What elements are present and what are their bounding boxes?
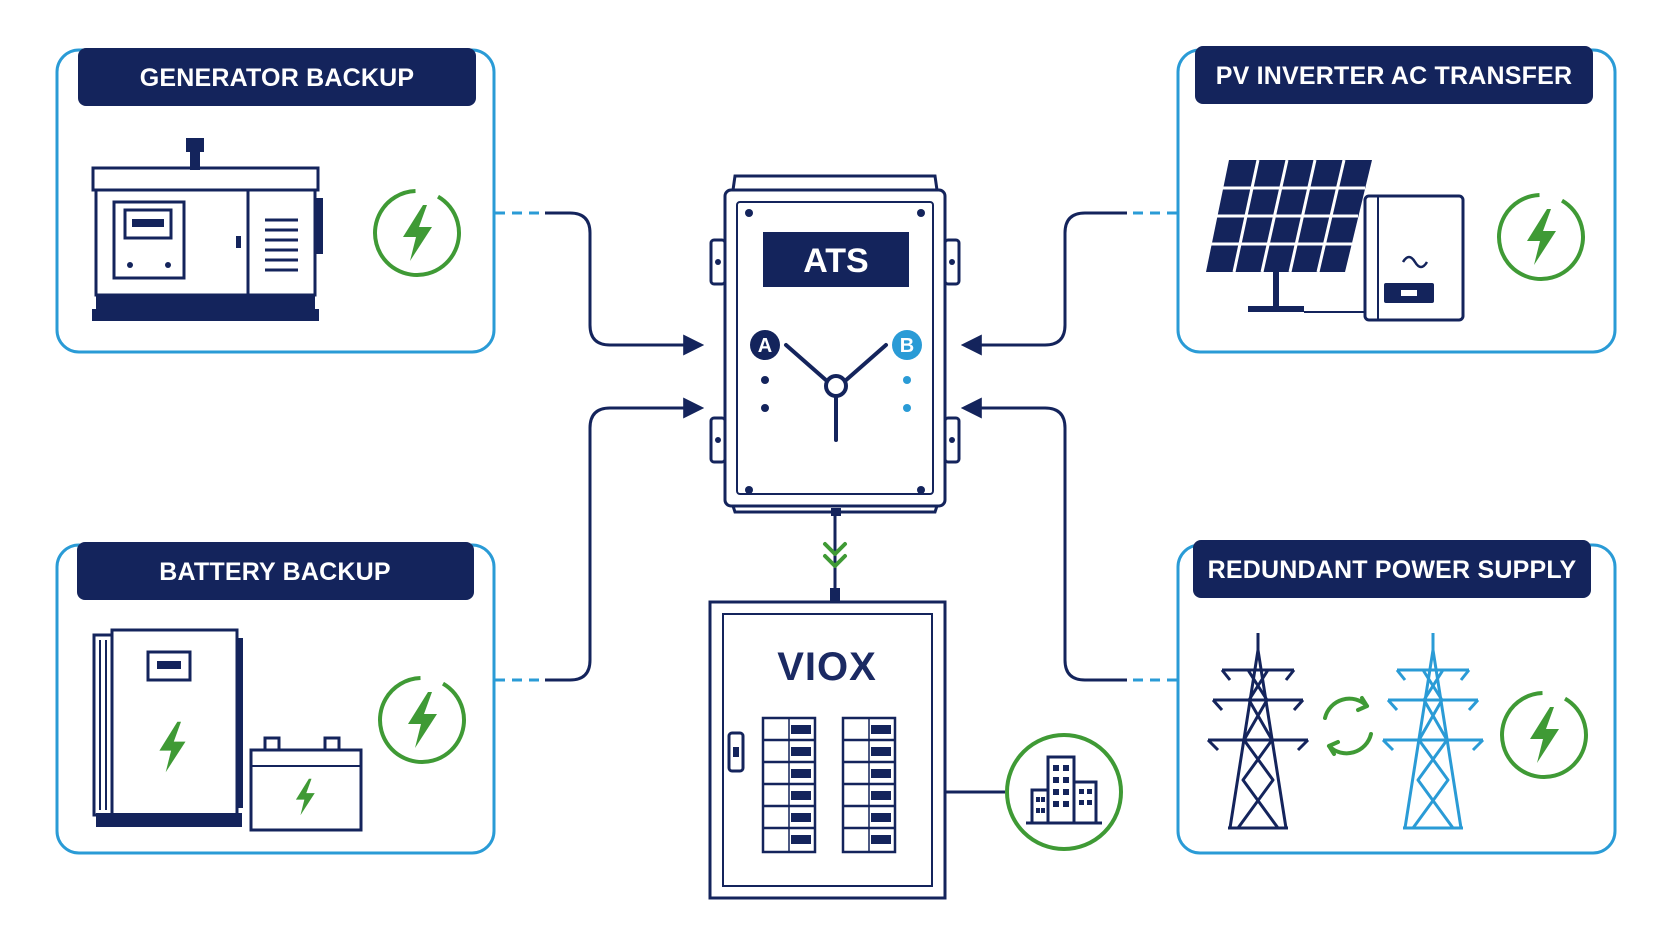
power-bolt-icon xyxy=(378,676,466,764)
source-b-label: B xyxy=(900,335,914,357)
breaker-column-right xyxy=(841,716,897,854)
double-chevron-down-icon xyxy=(823,542,847,568)
source-a-badge xyxy=(750,330,780,360)
connector-redundant-line xyxy=(960,397,1127,682)
power-bolt-icon xyxy=(1500,691,1588,779)
battery-icon xyxy=(249,736,363,832)
diesel-generator-icon xyxy=(91,138,323,321)
card-title-bar xyxy=(78,48,476,106)
sync-arrows-icon xyxy=(1323,696,1373,756)
source-a-label: A xyxy=(758,335,772,357)
card-battery-backup: BATTERY BACKUP xyxy=(55,542,496,855)
ats-label: ATS xyxy=(803,242,868,280)
transmission-tower-icon xyxy=(1381,633,1485,830)
card-title-bar xyxy=(1195,46,1593,104)
transfer-switch-blade xyxy=(784,343,888,442)
distribution-panel: VIOX xyxy=(708,588,947,900)
card-generator-backup: GENERATOR BACKUP xyxy=(55,48,496,354)
building-icon xyxy=(1005,733,1123,851)
power-bolt-icon xyxy=(373,189,461,277)
solar-panel-icon xyxy=(1206,159,1372,312)
transmission-tower-icon xyxy=(1206,633,1310,830)
card-title: BATTERY BACKUP xyxy=(159,558,391,586)
card-title-bar xyxy=(1193,540,1591,598)
connectors xyxy=(495,211,1177,794)
card-title: GENERATOR BACKUP xyxy=(140,64,415,92)
card-pv-inverter: PV INVERTER AC TRANSFER xyxy=(1176,46,1617,354)
connector-battery-line xyxy=(545,397,705,682)
breaker-column-left xyxy=(761,716,817,854)
battery-cabinet-icon xyxy=(92,628,243,827)
ats-switch-enclosure: ATS A B xyxy=(709,174,961,516)
card-redundant-power: REDUNDANT POWER SUPPLY xyxy=(1176,540,1617,855)
panel-brand: VIOX xyxy=(777,645,877,689)
card-title: PV INVERTER AC TRANSFER xyxy=(1216,62,1572,90)
ats-label-plate xyxy=(763,232,909,287)
source-b-badge xyxy=(892,330,922,360)
connector-pv-line xyxy=(960,211,1127,356)
power-bolt-icon xyxy=(1497,193,1585,281)
card-title-bar xyxy=(77,542,474,600)
inverter-icon xyxy=(1304,194,1465,322)
connector-generator-line xyxy=(545,211,705,356)
card-title: REDUNDANT POWER SUPPLY xyxy=(1208,556,1577,584)
